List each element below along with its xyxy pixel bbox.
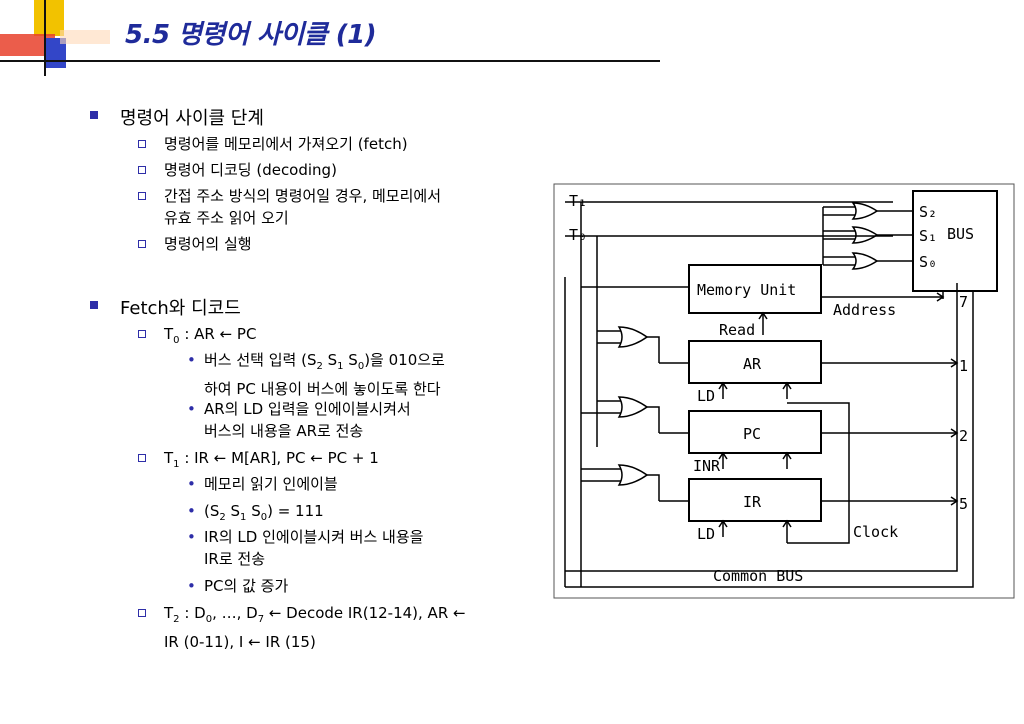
common-bus-label: Common BUS <box>713 567 803 585</box>
list-item-t2: T2 : D0, …, D7 ← Decode IR(12-14), AR ← … <box>138 602 466 653</box>
t0-label: T₀ <box>569 226 587 244</box>
bullet-square-icon <box>90 111 98 119</box>
pc-label: PC <box>743 425 761 443</box>
hollow-square-icon <box>138 166 146 174</box>
dot-icon: • <box>187 351 196 369</box>
title-divider <box>0 60 660 62</box>
list-item: • 버스 선택 입력 (S2 S1 S0)을 010으로 하여 PC 내용이 버… <box>187 351 445 398</box>
dot-icon: • <box>187 475 196 493</box>
s0-label: S₀ <box>919 253 937 271</box>
section-heading: 명령어 사이클 단계 <box>90 104 264 130</box>
hollow-square-icon <box>138 192 146 200</box>
inr-label: INR <box>693 457 721 475</box>
list-item: • (S2 S1 S0) = 111 <box>187 502 324 523</box>
ld-label: LD <box>697 387 715 405</box>
section-heading: Fetch와 디코드 <box>90 294 241 320</box>
bus-input-1: 1 <box>959 357 968 375</box>
list-item: • 메모리 읽기 인에이블 <box>187 475 338 493</box>
corner-decoration <box>0 0 110 80</box>
fetch-circuit-diagram: T₁ T₀ S₂ S₁ S₀ BUS Memory Unit Address R… <box>553 183 1015 599</box>
dot-icon: • <box>187 528 196 546</box>
list-item: 명령어 디코딩 (decoding) <box>138 159 337 181</box>
memory-unit-label: Memory Unit <box>697 281 796 299</box>
list-item: 명령어를 메모리에서 가져오기 (fetch) <box>138 133 408 155</box>
read-label: Read <box>719 321 755 339</box>
s2-label: S₂ <box>919 203 937 221</box>
dot-icon: • <box>187 400 196 418</box>
dot-icon: • <box>187 502 196 520</box>
list-item: 명령어의 실행 <box>138 233 252 255</box>
bus-label: BUS <box>947 225 974 243</box>
ld-label: LD <box>697 525 715 543</box>
bus-input-7: 7 <box>959 293 968 311</box>
address-label: Address <box>833 301 896 319</box>
ir-label: IR <box>743 493 762 511</box>
list-item: 간접 주소 방식의 명령어일 경우, 메모리에서 유효 주소 읽어 오기 <box>138 185 441 229</box>
t1-label: T₁ <box>569 192 587 210</box>
list-item: • AR의 LD 입력을 인에이블시켜서 버스의 내용을 AR로 전송 <box>187 400 411 440</box>
list-item-t1: T1 : IR ← M[AR], PC ← PC + 1 <box>138 447 379 476</box>
clock-label: Clock <box>853 523 898 541</box>
hollow-square-icon <box>138 140 146 148</box>
list-item: • IR의 LD 인에이블시켜 버스 내용을 IR로 전송 <box>187 528 424 568</box>
hollow-square-icon <box>138 330 146 338</box>
hollow-square-icon <box>138 609 146 617</box>
list-item-t0: T0 : AR ← PC <box>138 323 256 352</box>
hollow-square-icon <box>138 454 146 462</box>
bus-input-5: 5 <box>959 495 968 513</box>
s1-label: S₁ <box>919 227 937 245</box>
list-item: • PC의 값 증가 <box>187 577 289 595</box>
hollow-square-icon <box>138 240 146 248</box>
bullet-square-icon <box>90 301 98 309</box>
page-title: 5.5 명령어 사이클 (1) <box>125 20 377 50</box>
dot-icon: • <box>187 577 196 595</box>
bus-input-2: 2 <box>959 427 968 445</box>
ar-label: AR <box>743 355 762 373</box>
